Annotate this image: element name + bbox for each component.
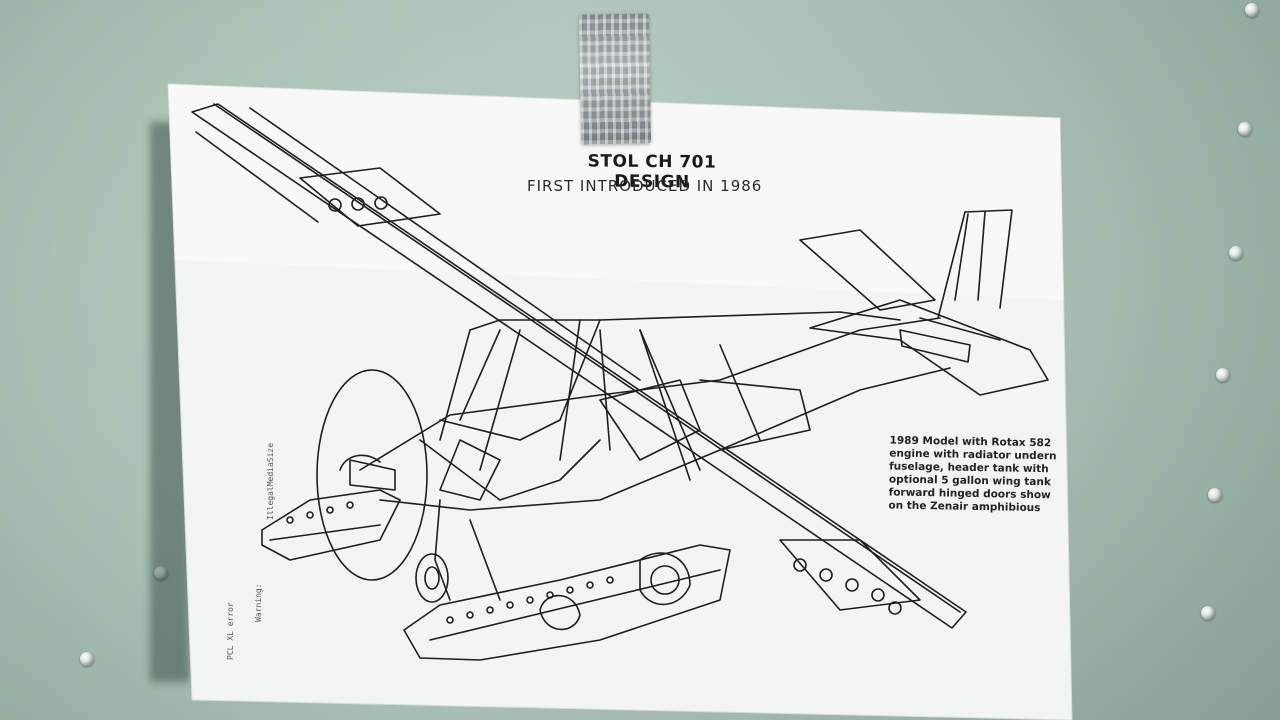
foil-tape [578, 13, 652, 145]
rivet [1208, 488, 1222, 502]
rivet [80, 652, 94, 666]
rivet [154, 566, 168, 580]
rivet [1216, 368, 1230, 382]
printer-error-note: PCL XL error [226, 602, 235, 660]
rivet [1238, 122, 1252, 136]
printer-warning-note: Warning: [254, 583, 263, 622]
rivet [1201, 606, 1215, 620]
rivet [1229, 246, 1243, 260]
rivet [1245, 3, 1259, 17]
printer-mediasize-note: IllegalMediaSize [266, 442, 275, 520]
poster-caption: 1989 Model with Rotax 582 engine with ra… [888, 434, 1067, 515]
poster-subtitle: FIRST INTRODUCED IN 1986 [527, 177, 763, 195]
